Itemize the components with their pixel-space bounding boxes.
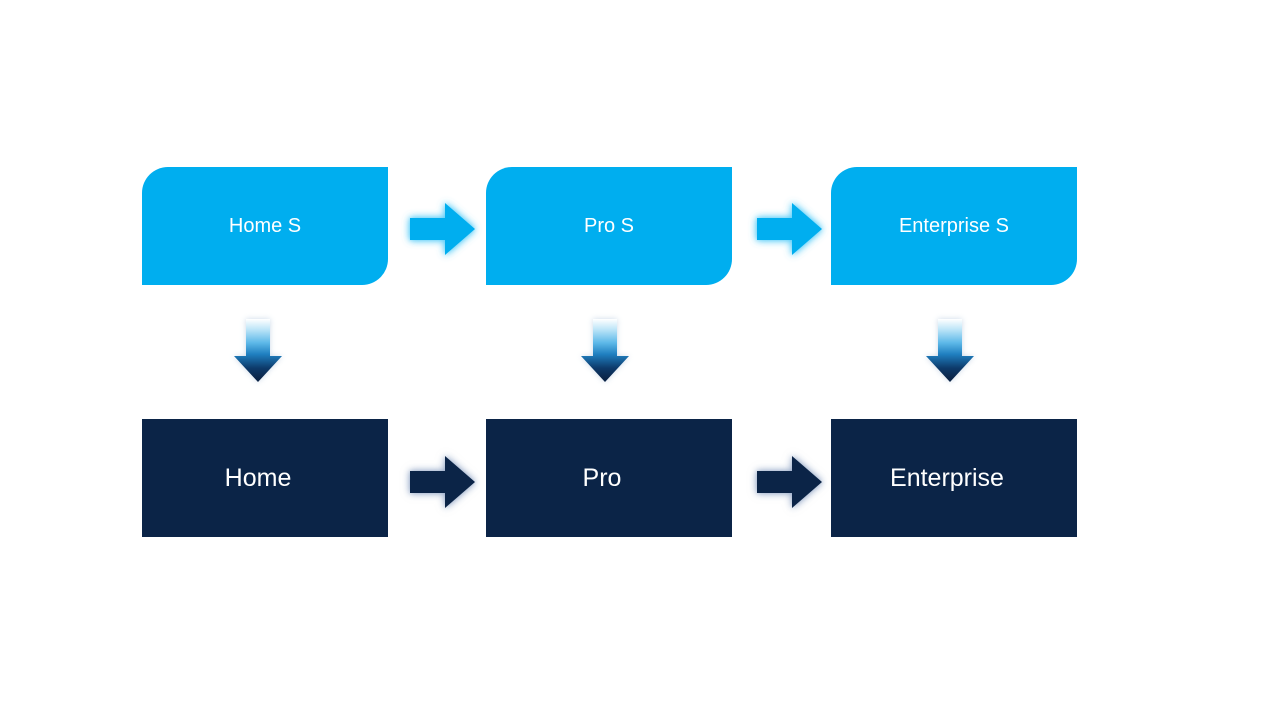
top-box-home-s: Home S xyxy=(142,167,388,285)
top-box-enterprise-s: Enterprise S xyxy=(831,167,1077,285)
bottom-box-home-label: Home xyxy=(224,463,292,492)
down-arrow-icon xyxy=(234,319,282,382)
right-arrow-icon xyxy=(757,203,822,255)
bottom-box-pro-label: Pro xyxy=(582,463,622,492)
top-box-pro-s-label: Pro S xyxy=(583,214,635,237)
right-arrow-shape xyxy=(757,203,822,255)
right-arrow-icon xyxy=(410,456,475,508)
bottom-box-home: Home xyxy=(142,419,388,537)
right-arrow-icon xyxy=(410,203,475,255)
top-box-home-s-label: Home S xyxy=(228,214,302,237)
top-box-pro-s: Pro S xyxy=(486,167,732,285)
bottom-box-enterprise: Enterprise xyxy=(831,419,1077,537)
right-arrow-icon xyxy=(757,456,822,508)
right-arrow-shape xyxy=(757,456,822,508)
bottom-box-enterprise-label: Enterprise xyxy=(890,463,1004,492)
down-arrow-icon xyxy=(926,319,974,382)
down-arrow-icon xyxy=(581,319,629,382)
bottom-box-pro: Pro xyxy=(486,419,732,537)
right-arrow-shape xyxy=(410,203,475,255)
down-arrow-shape xyxy=(581,319,629,382)
down-arrow-shape xyxy=(234,319,282,382)
top-box-enterprise-s-label: Enterprise S xyxy=(898,214,1010,237)
down-arrow-shape xyxy=(926,319,974,382)
right-arrow-shape xyxy=(410,456,475,508)
